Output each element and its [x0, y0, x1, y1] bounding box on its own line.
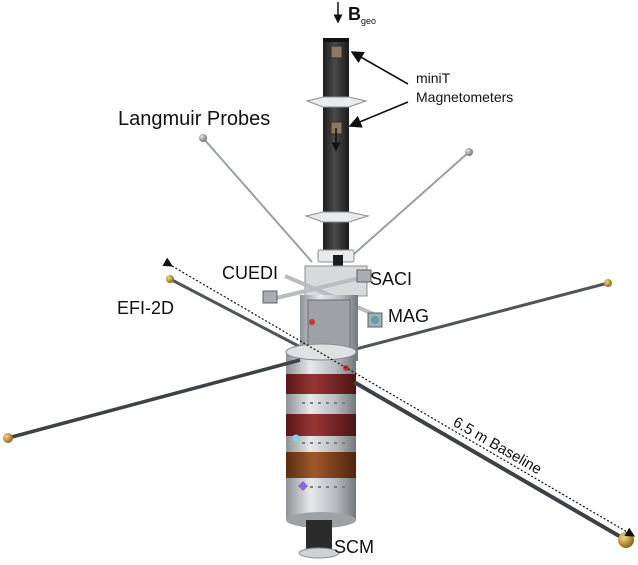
scm-label: SCM [334, 537, 374, 557]
saci-label: SACI [370, 269, 412, 289]
langmuir-probe-right [465, 148, 473, 156]
cuedi-label: CUEDI [222, 263, 278, 283]
saci-sensor [357, 270, 371, 282]
langmuir-probe-left [199, 134, 207, 142]
brown-band [286, 452, 356, 478]
minit-magnetometer-upper [331, 46, 342, 58]
spacecraft-body [286, 295, 358, 558]
langmuir-probes-label: Langmuir Probes [118, 108, 270, 130]
efi-2d-label: EFI-2D [117, 298, 174, 318]
minit-arrow-upper [352, 52, 408, 84]
efi-probe-front-left [3, 433, 13, 443]
red-band-lower [286, 414, 356, 436]
cuedi-sensor [263, 291, 277, 303]
minit-label-line1: miniT [416, 70, 451, 86]
minit-label-line2: Magnetometers [416, 89, 513, 105]
efi-probe-back-right [604, 279, 612, 287]
efi-probe-back-left [166, 275, 174, 283]
minit-arrow-lower [350, 102, 408, 126]
red-band-upper [286, 374, 356, 394]
mag-label: MAG [388, 306, 429, 326]
b-field-label: Bgeo [348, 4, 376, 26]
